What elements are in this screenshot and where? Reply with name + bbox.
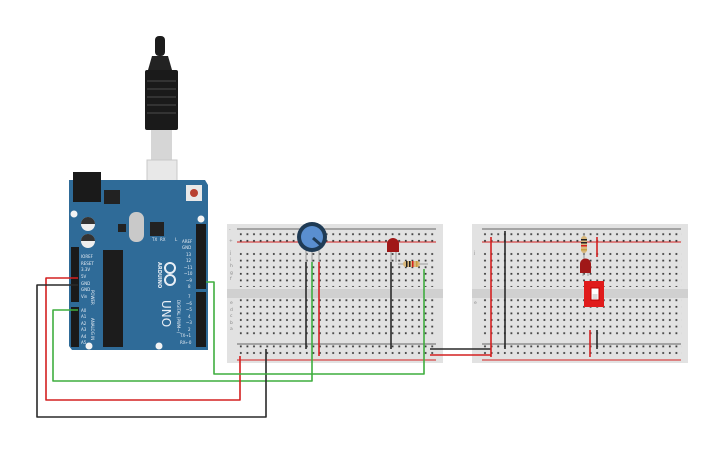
- pin-label: A5: [81, 340, 87, 345]
- arduino-model: UNO: [159, 300, 173, 327]
- pin-label: RX←0: [180, 340, 192, 345]
- pin-label: A0: [81, 308, 87, 313]
- pin-label: AREF: [182, 239, 193, 244]
- analog-header[interactable]: [71, 307, 79, 347]
- resistor-icon[interactable]: [581, 233, 587, 262]
- pin-label: ~11: [184, 265, 193, 270]
- pin-label: 5V: [81, 274, 87, 279]
- power-header[interactable]: [71, 247, 79, 302]
- row-label: d: [230, 307, 233, 313]
- row-label: e: [230, 301, 233, 306]
- row-label: j: [229, 250, 231, 256]
- row-label: c: [230, 314, 233, 319]
- rail-plus-label: +: [229, 238, 233, 244]
- led-label: TX: [151, 237, 157, 242]
- pin-label: 4: [188, 314, 191, 319]
- pin-label: TX→1: [179, 333, 192, 338]
- resistor-icon[interactable]: [398, 261, 428, 267]
- led-label: L: [175, 237, 178, 242]
- wire-a0-to-pot[interactable]: [52, 262, 313, 382]
- row-label: b: [230, 320, 233, 326]
- pin-label: 3.3V: [81, 267, 90, 272]
- row-label: f: [230, 276, 232, 282]
- pin-label: A1: [81, 314, 87, 319]
- row-label: j: [473, 250, 475, 256]
- arduino-logo-icon: [164, 262, 176, 286]
- atmega-chip: [103, 250, 123, 347]
- arduino-uno-board[interactable]: IOREF RESET 3.3V 5V GND GND Vin A0 A1 A2…: [69, 172, 208, 350]
- wire-pin9-to-resistor[interactable]: [206, 269, 425, 375]
- rail-minus-label: -: [229, 228, 231, 233]
- digital-header-high[interactable]: [196, 224, 206, 289]
- pin-label: IOREF: [81, 254, 94, 259]
- dip-switch-icon[interactable]: [584, 281, 604, 307]
- pin-label: 8: [188, 284, 191, 289]
- breadboard-2[interactable]: j e: [472, 224, 688, 363]
- row-label: i: [230, 257, 231, 263]
- pin-label: 13: [186, 252, 192, 257]
- pin-label: ~9: [186, 278, 192, 283]
- led-icon[interactable]: [387, 238, 399, 262]
- digital-label: DIGITAL (PWM~): [176, 300, 181, 334]
- arduino-brand: ARDUINO: [156, 262, 162, 288]
- pin-label: ~3: [186, 320, 192, 325]
- analog-label: ANALOG IN: [90, 318, 95, 340]
- power-jack: [73, 172, 101, 202]
- pin-label: A3: [81, 327, 87, 332]
- pin-label: 12: [186, 258, 192, 263]
- pin-label: GND: [81, 287, 90, 292]
- wire-gnd-to-rail[interactable]: [36, 284, 267, 418]
- pin-label: 7: [188, 294, 191, 299]
- pin-label: Vin: [81, 294, 88, 299]
- pin-label: ~10: [184, 271, 193, 276]
- potentiometer-icon[interactable]: [297, 222, 327, 262]
- pin-label: 2: [188, 327, 191, 332]
- row-label: h: [230, 263, 233, 269]
- row-label: e: [474, 301, 477, 306]
- power-label: POWER: [90, 290, 95, 305]
- pin-label: ~6: [186, 301, 192, 306]
- pin-label: A2: [81, 321, 87, 326]
- row-label: a: [230, 327, 233, 332]
- led-icon[interactable]: [580, 258, 591, 277]
- wire-5v-to-rail[interactable]: [45, 277, 241, 401]
- pin-label: GND: [81, 281, 90, 286]
- digital-header-low[interactable]: [196, 292, 206, 347]
- breadboard-1[interactable]: + - j i h g f e d c b a: [227, 224, 443, 363]
- row-label: g: [230, 271, 233, 276]
- pin-label: ~5: [186, 307, 192, 312]
- pin-label: RESET: [81, 261, 94, 266]
- pin-label: A4: [81, 334, 87, 339]
- led-label: RX: [160, 237, 166, 242]
- pin-label: GND: [182, 245, 191, 250]
